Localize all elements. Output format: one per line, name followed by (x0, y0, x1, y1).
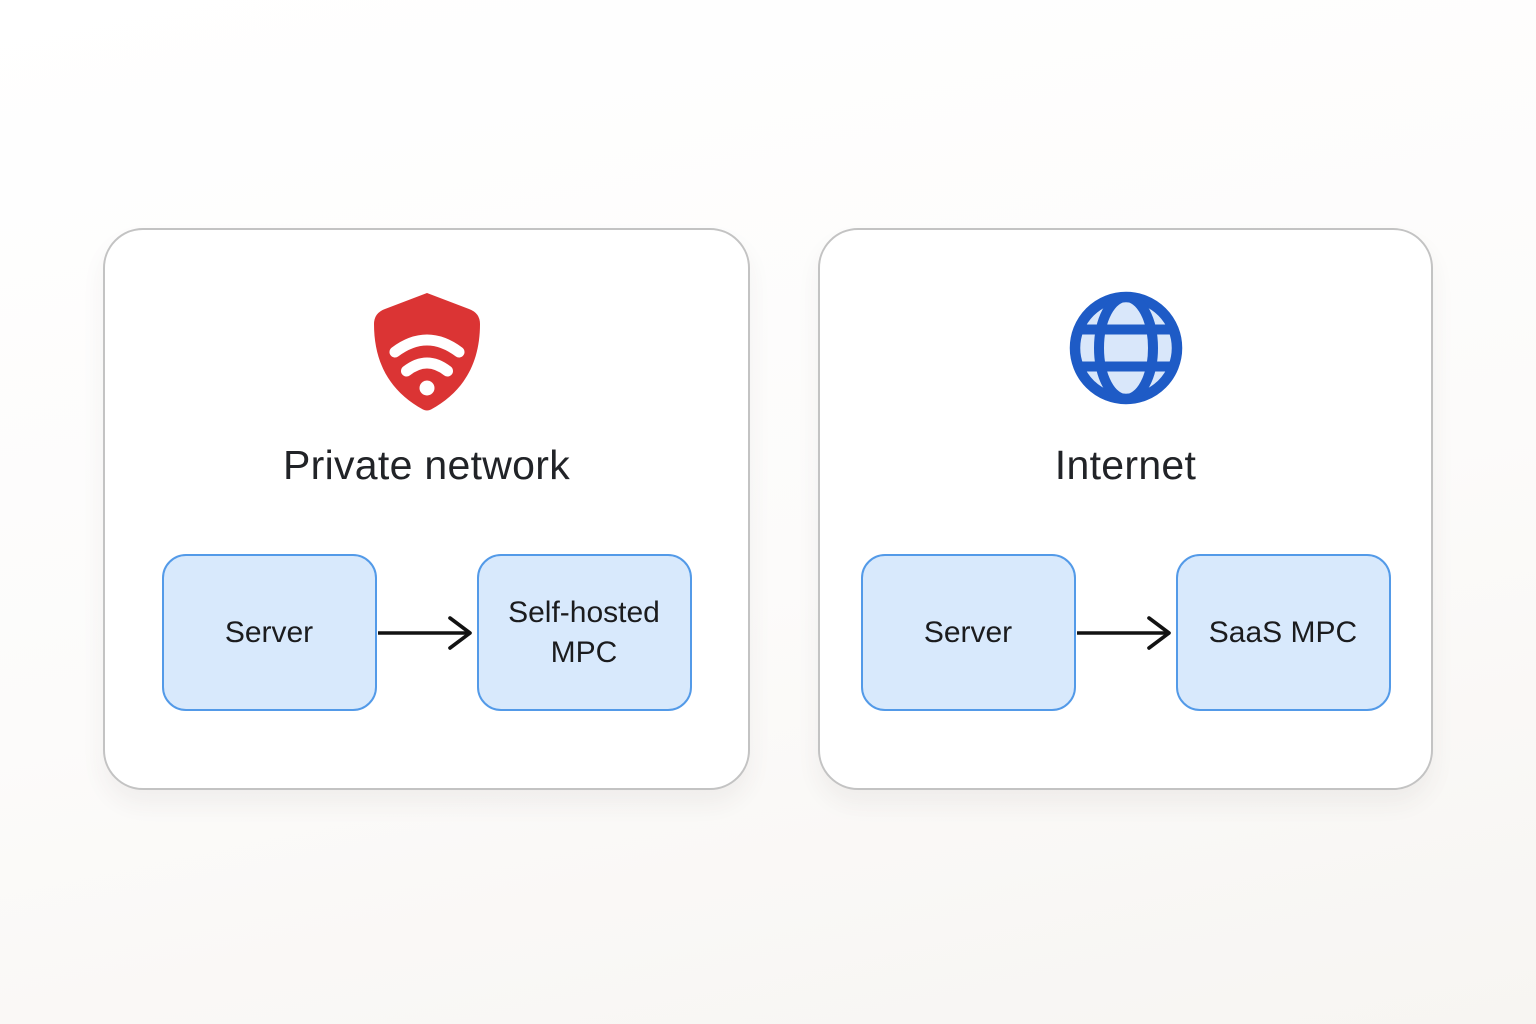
arrow-right-icon (377, 611, 477, 655)
shield-wifi-icon (367, 290, 487, 414)
self-hosted-mpc-node-label: Self-hosted MPC (508, 595, 660, 669)
saas-mpc-node: SaaS MPC (1175, 554, 1391, 711)
arrow-right-icon (1076, 611, 1176, 655)
server-node: Server (860, 554, 1076, 711)
card-title-internet: Internet (1054, 442, 1197, 488)
card-title-private-network: Private network (282, 442, 571, 488)
self-hosted-mpc-node: Self-hosted MPC (476, 554, 692, 711)
flow-row: Server SaaS MPC (820, 554, 1431, 711)
server-node-label: Server (224, 615, 314, 649)
saas-mpc-node-label: SaaS MPC (1208, 615, 1358, 649)
server-node: Server (161, 554, 377, 711)
flow-row: Server Self-hosted MPC (105, 554, 748, 711)
globe-icon (1068, 290, 1184, 406)
internet-card: Internet Server SaaS MPC (818, 228, 1433, 790)
server-node-label: Server (923, 615, 1013, 649)
private-network-card: Private network Server Self-hosted MPC (103, 228, 750, 790)
